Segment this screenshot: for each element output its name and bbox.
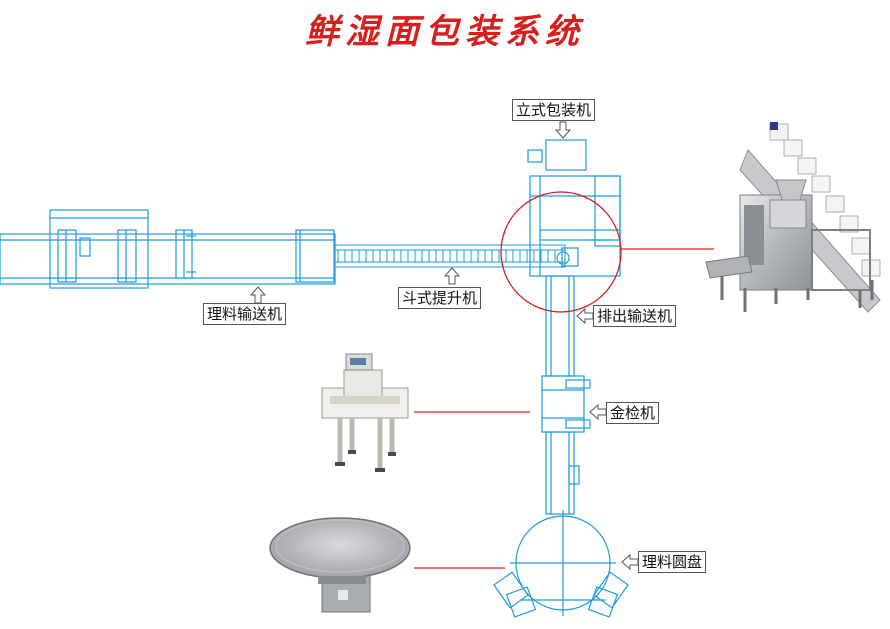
arrow-disc bbox=[621, 553, 639, 571]
pointer-arrows bbox=[249, 121, 639, 571]
label-vertical-packer: 立式包装机 bbox=[512, 99, 596, 121]
arrow-elevator bbox=[443, 267, 461, 285]
bucket-elevator-drawing bbox=[334, 244, 566, 268]
label-bucket-elevator: 斗式提升机 bbox=[398, 287, 482, 309]
label-sorting-conveyor: 理料输送机 bbox=[203, 303, 287, 325]
arrow-sorting-conveyor bbox=[249, 286, 267, 304]
label-metal-detector: 金检机 bbox=[606, 402, 660, 424]
arrow-detector bbox=[589, 403, 607, 421]
sorting-disc-photo bbox=[269, 517, 411, 613]
metal-detector-photo bbox=[321, 353, 409, 472]
callout-lines bbox=[414, 191, 714, 569]
sorting-disc-drawing bbox=[493, 510, 629, 618]
callout-circle bbox=[500, 191, 622, 313]
vertical-packer-photo bbox=[705, 122, 881, 313]
vertical-packer-drawing bbox=[527, 139, 621, 277]
label-discharge-conveyor: 排出输送机 bbox=[593, 305, 677, 327]
discharge-conveyor-drawing bbox=[541, 275, 591, 515]
arrow-discharge bbox=[576, 307, 594, 325]
label-sorting-disc: 理料圆盘 bbox=[638, 551, 707, 573]
arrow-packer bbox=[554, 121, 572, 139]
sorting-conveyor-drawing bbox=[0, 209, 336, 289]
page-title: 鲜湿面包装系统 bbox=[305, 12, 585, 52]
